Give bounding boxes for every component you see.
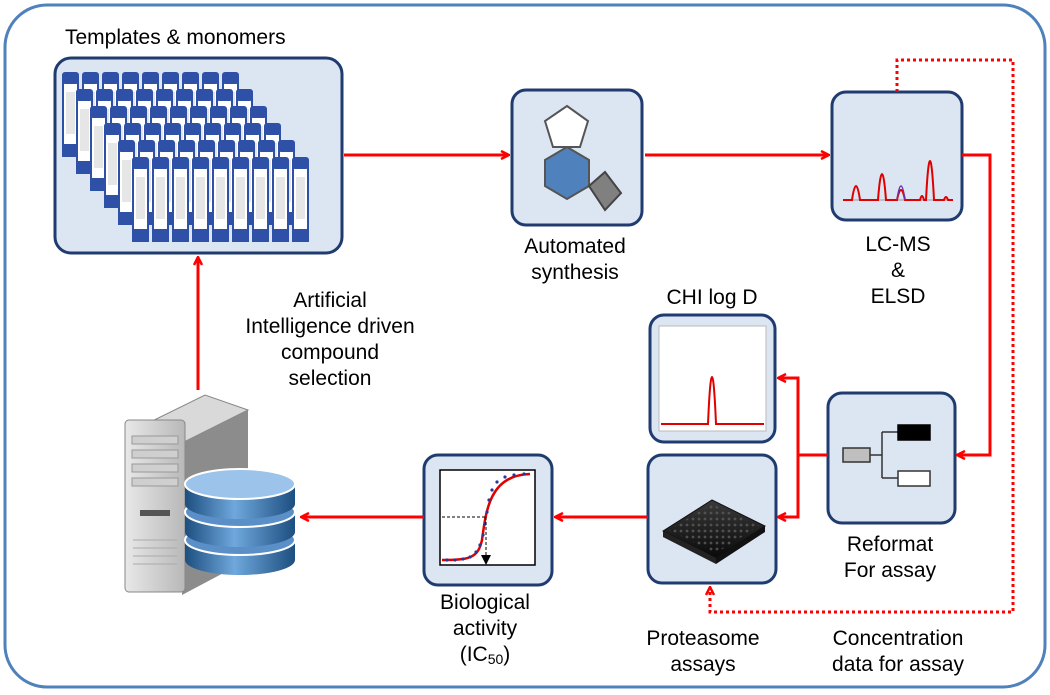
chi-label: CHI log D (666, 286, 758, 309)
tree-icon (842, 424, 931, 487)
vial (172, 157, 189, 242)
ai-label: Artificial Intelligence driven compound … (245, 289, 415, 390)
chi-peak-icon (658, 325, 767, 432)
reformat-label: Reformat For assay (843, 533, 937, 582)
vial (132, 157, 149, 242)
chemical-structure-icon (543, 104, 623, 212)
vial (62, 72, 79, 157)
vial (252, 157, 269, 242)
outer-frame (3, 3, 1047, 689)
vial-rack-icon (62, 72, 309, 242)
dose-response-curve-icon (439, 469, 536, 566)
vial (232, 157, 249, 242)
lcms-label: LC-MS & ELSD (865, 233, 931, 308)
server-database-icon (124, 394, 296, 595)
templates-label: Templates & monomers (65, 26, 286, 49)
vial (152, 157, 169, 242)
microplate-icon (661, 499, 767, 564)
synthesis-label: Automated synthesis (524, 235, 626, 284)
vial (212, 157, 229, 242)
vial (292, 157, 309, 242)
arrow-lcms-to-reformat (958, 153, 992, 455)
concentration-label: Concentration data for assay (832, 627, 964, 676)
vial (118, 140, 135, 225)
dotted-concentration-path (710, 58, 1015, 614)
arrow-to-chi (779, 378, 800, 455)
vial (272, 157, 289, 242)
chromatogram-icon (843, 160, 953, 201)
vial (76, 89, 93, 174)
bio-label: Biological activity (IC50) (440, 590, 530, 672)
flow-arrows (198, 58, 1015, 614)
proteasome-label: Proteasome assays (646, 627, 760, 676)
ic50-label: (IC50) (459, 643, 511, 667)
vial (192, 157, 209, 242)
arrow-to-proteasome (779, 455, 800, 517)
